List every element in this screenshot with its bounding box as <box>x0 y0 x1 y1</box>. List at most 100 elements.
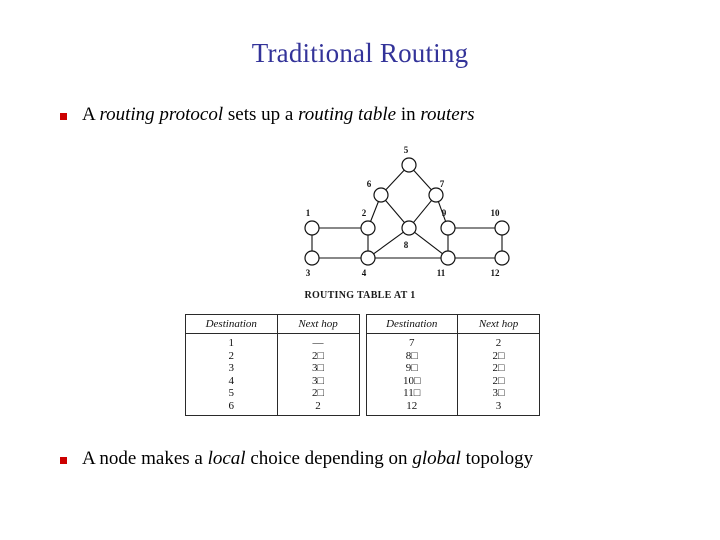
cell-destination: 5 <box>185 387 278 400</box>
topology-edge-5-7 <box>413 169 432 191</box>
topology-node-label-6: 6 <box>367 179 372 189</box>
topology-node-9 <box>440 220 456 236</box>
table-row: 8□ 2□ <box>366 349 540 362</box>
column-header-destination: Destination <box>185 314 278 334</box>
cell-next-hop: 2□ <box>311 349 325 362</box>
table-row: 5 2□ <box>185 387 360 400</box>
topology-edge-8-11 <box>414 231 443 255</box>
table-header-row: Destination Next hop <box>366 314 540 334</box>
bullet-item-2: A node makes a local choice depending on… <box>60 448 700 470</box>
emphasis-text: routing table <box>298 104 397 125</box>
topology-node-label-9: 9 <box>442 208 447 218</box>
cell-destination: 12 <box>366 399 459 416</box>
emphasis-text: global <box>412 448 461 469</box>
cell-destination: 11□ <box>366 387 459 400</box>
topology-node-7 <box>428 187 444 203</box>
page-title: Traditional Routing <box>251 38 469 68</box>
table-row: 4 3□ <box>185 374 360 387</box>
topology-node-8 <box>401 220 417 236</box>
column-header-destination: Destination <box>366 314 459 334</box>
topology-node-12 <box>494 250 510 266</box>
topology-node-6 <box>373 187 389 203</box>
bullet-item-1-text: A routing protocol sets up a routing tab… <box>82 104 475 126</box>
plain-text: choice depending on <box>245 448 413 469</box>
topology-node-label-10: 10 <box>491 208 501 218</box>
cell-destination: 4 <box>185 374 278 387</box>
cell-next-hop: 2 <box>315 399 321 412</box>
topology-edge-2-6 <box>370 201 379 222</box>
plain-text: A <box>82 104 100 125</box>
topology-node-4 <box>360 250 376 266</box>
topology-node-10 <box>494 220 510 236</box>
plain-text: in <box>396 104 421 125</box>
topology-edge-7-8 <box>413 200 432 223</box>
cell-next-hop: 3□ <box>492 387 505 399</box>
bullet-item-2-text: A node makes a local choice depending on… <box>82 448 533 470</box>
topology-edge-4-8 <box>373 231 404 255</box>
cell-destination: 2 <box>185 349 278 362</box>
topology-node-label-4: 4 <box>362 268 367 278</box>
table-row: 3 3□ <box>185 362 360 375</box>
topology-node-label-8: 8 <box>404 240 409 250</box>
cell-next-hop: 2□ <box>492 374 505 387</box>
plain-text: sets up a <box>223 104 299 125</box>
cell-next-hop: 2□ <box>492 362 505 374</box>
table-row: 9□ 2□ <box>366 362 540 375</box>
column-header-next-hop: Next hop <box>277 314 359 334</box>
bullet-item-1: A routing protocol sets up a routing tab… <box>60 104 700 126</box>
table-row: 12 3 <box>366 399 540 416</box>
emphasis-text: routing protocol <box>99 104 224 125</box>
topology-node-11 <box>440 250 456 266</box>
emphasis-text: local <box>207 448 246 469</box>
routing-table-caption: ROUTING TABLE AT 1 <box>304 290 416 301</box>
topology-node-3 <box>304 250 320 266</box>
cell-destination: 9□ <box>366 362 459 375</box>
cell-next-hop: 3 <box>495 399 502 412</box>
square-bullet-icon <box>60 113 67 120</box>
topology-edge-6-8 <box>385 199 405 224</box>
table-row: 1— <box>185 333 360 350</box>
cell-next-hop: — <box>312 337 324 349</box>
cell-next-hop: 2□ <box>311 387 325 399</box>
cell-next-hop: 2□ <box>492 349 505 362</box>
plain-text: topology <box>460 448 534 469</box>
topology-edges <box>311 169 503 259</box>
cell-destination: 1 <box>185 333 278 350</box>
table-row: 2 2□ <box>185 349 360 362</box>
cell-destination: 10□ <box>366 374 459 387</box>
cell-next-hop: 3□ <box>311 362 325 374</box>
square-bullet-icon <box>60 457 67 464</box>
table-row: 10□ 2□ <box>366 374 540 387</box>
column-header-next-hop: Next hop <box>457 314 540 334</box>
cell-next-hop: 2 <box>495 337 502 349</box>
topology-edge-6-5 <box>385 169 405 191</box>
topology-node-label-7: 7 <box>440 179 445 189</box>
cell-destination: 7 <box>366 333 459 350</box>
table-row: 11□ 3□ <box>366 387 540 400</box>
table-header-row: Destination Next hop <box>185 314 359 334</box>
plain-text: A node makes a <box>82 448 208 469</box>
cell-destination: 8□ <box>366 349 459 362</box>
cell-destination: 3 <box>185 362 278 375</box>
topology-node-5 <box>401 157 417 173</box>
topology-node-label-1: 1 <box>306 208 311 218</box>
topology-node-label-12: 12 <box>491 268 501 278</box>
emphasis-text: routers <box>420 104 475 125</box>
topology-node-label-5: 5 <box>404 145 409 155</box>
topology-node-2 <box>360 220 376 236</box>
topology-node-label-2: 2 <box>362 208 367 218</box>
cell-next-hop: 3□ <box>311 374 325 387</box>
topology-node-label-11: 11 <box>437 268 446 278</box>
